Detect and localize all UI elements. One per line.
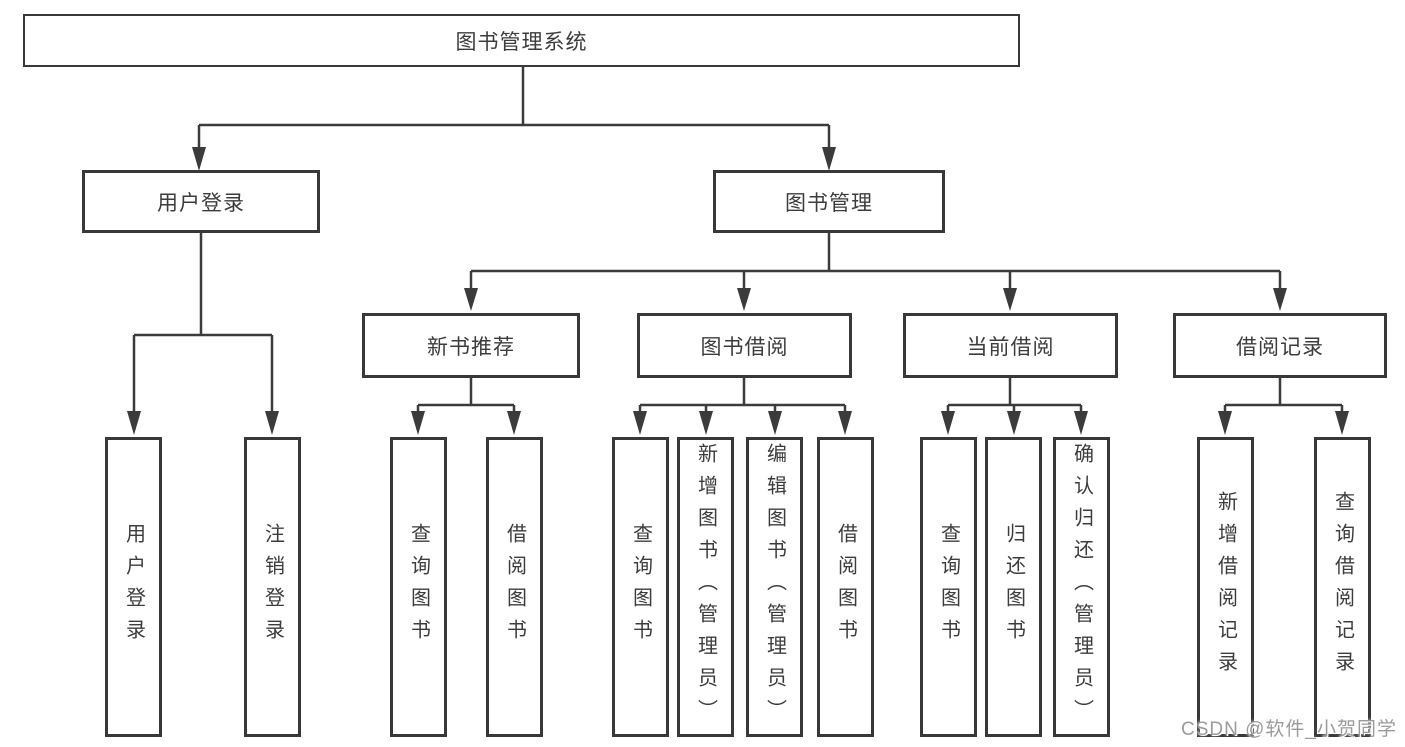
arrowhead	[699, 411, 713, 435]
node-label: 新增借阅记录	[1214, 491, 1237, 683]
node-label: 图书管理	[785, 191, 873, 215]
connector-new-book-rec	[416, 378, 516, 412]
arrowhead	[411, 411, 425, 435]
leaf-add-book-admin: 新增图书（管理员）	[677, 437, 734, 737]
leaf-query-books-current: 查询图书	[920, 437, 977, 737]
node-label: 用户登录	[157, 191, 245, 215]
node-label: 新书推荐	[427, 335, 515, 359]
leaf-return-books: 归还图书	[985, 437, 1042, 737]
node-label: 借阅图书	[503, 523, 526, 651]
arrowhead	[768, 411, 782, 435]
leaf-add-borrow-record: 新增借阅记录	[1197, 437, 1254, 737]
node-label: 当前借阅	[966, 335, 1055, 359]
arrowhead	[941, 411, 955, 435]
node-library-management-system: 图书管理系统	[23, 14, 1020, 67]
connector-book-mgmt	[469, 233, 1282, 289]
arrowhead	[838, 411, 852, 435]
connector-borrow-records	[1223, 378, 1344, 412]
node-user-login: 用户登录	[82, 170, 320, 233]
connector-book-borrow	[638, 378, 847, 412]
node-label: 查询图书	[407, 523, 430, 651]
node-label: 图书管理系统	[455, 30, 588, 54]
arrowhead	[633, 411, 647, 435]
leaf-edit-book-admin: 编辑图书（管理员）	[746, 437, 803, 737]
node-label: 借阅记录	[1236, 335, 1324, 359]
arrowhead	[1218, 411, 1232, 435]
arrowhead	[737, 288, 751, 311]
leaf-query-books-recommend: 查询图书	[390, 437, 447, 737]
node-label: 借阅图书	[834, 523, 857, 651]
node-label: 归还图书	[1002, 523, 1025, 651]
node-label: 查询借阅记录	[1331, 491, 1354, 683]
arrowhead	[1335, 411, 1349, 435]
node-label: 用户登录	[122, 523, 145, 651]
arrowhead	[464, 288, 478, 311]
node-label: 注销登录	[261, 523, 284, 651]
leaf-query-borrow-record: 查询借阅记录	[1314, 437, 1371, 737]
node-book-borrowing: 图书借阅	[637, 313, 852, 378]
csdn-watermark: CSDN @软件_小贺同学	[1181, 719, 1397, 740]
arrowhead	[1074, 411, 1088, 435]
leaf-borrow-books-borrowing: 借阅图书	[817, 437, 874, 737]
arrowhead	[1003, 288, 1017, 311]
arrowhead	[507, 411, 521, 435]
connector-user-login	[132, 233, 274, 412]
node-label: 查询图书	[629, 523, 652, 651]
arrowhead	[1007, 411, 1021, 435]
node-label: 查询图书	[937, 523, 960, 651]
leaf-logout: 注销登录	[244, 437, 301, 737]
arrowhead	[192, 147, 206, 171]
leaf-user-login: 用户登录	[105, 437, 162, 737]
arrowhead	[127, 411, 141, 435]
node-label: 编辑图书（管理员）	[763, 443, 786, 731]
leaf-query-books-borrowing: 查询图书	[612, 437, 669, 737]
arrowhead	[265, 411, 279, 435]
connector-root	[197, 67, 831, 148]
node-borrowing-records: 借阅记录	[1173, 313, 1387, 378]
connector-current-borrow	[946, 378, 1083, 412]
arrowhead	[1273, 288, 1287, 311]
leaf-confirm-return-admin: 确认归还（管理员）	[1053, 437, 1110, 737]
node-label: 确认归还（管理员）	[1070, 443, 1093, 731]
arrowhead	[822, 147, 836, 171]
leaf-borrow-books-recommend: 借阅图书	[486, 437, 543, 737]
node-current-borrowing: 当前借阅	[903, 313, 1118, 378]
node-label: 新增图书（管理员）	[694, 443, 717, 731]
node-label: 图书借阅	[700, 335, 789, 359]
node-new-book-recommendation: 新书推荐	[362, 313, 580, 378]
node-book-management: 图书管理	[713, 170, 945, 233]
